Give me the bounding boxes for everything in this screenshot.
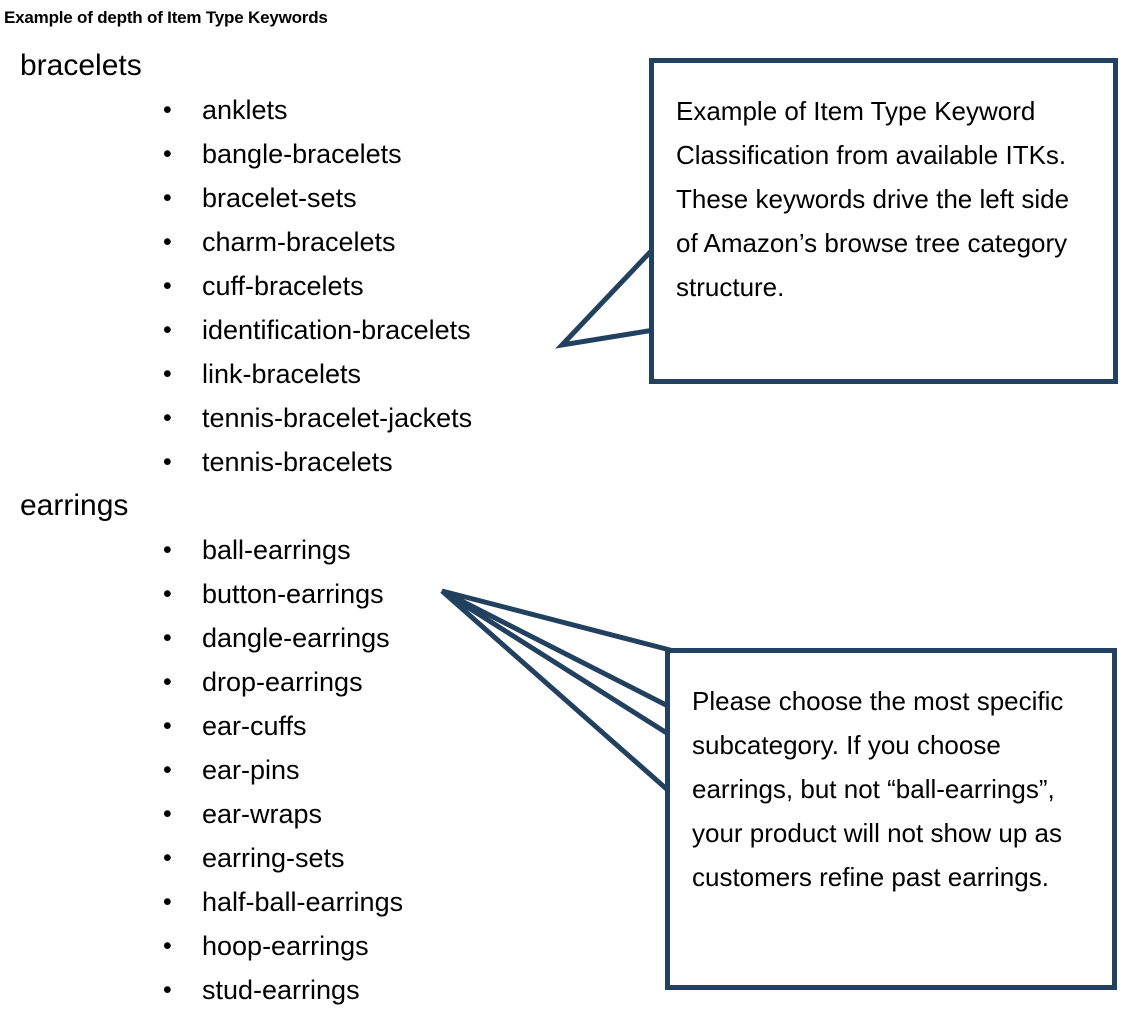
list-item-label: button-earrings	[202, 579, 384, 609]
list-item[interactable]: • ear-pins	[163, 748, 620, 792]
list-item-label: identification-bracelets	[202, 315, 471, 345]
callout-itk-text: Example of Item Type Keyword Classificat…	[676, 96, 1070, 302]
list-item[interactable]: • hoop-earrings	[163, 924, 620, 968]
bullet-icon: •	[163, 228, 172, 256]
list-item[interactable]: • half-ball-earrings	[163, 880, 620, 924]
list-item[interactable]: • dangle-earrings	[163, 616, 620, 660]
list-item[interactable]: • earring-sets	[163, 836, 620, 880]
bullet-icon: •	[163, 316, 172, 344]
list-item-label: stud-earrings	[202, 975, 360, 1005]
list-item[interactable]: • button-earrings	[163, 572, 620, 616]
list-item[interactable]: • ear-wraps	[163, 792, 620, 836]
list-item-label: ball-earrings	[202, 535, 351, 565]
item-type-keyword-tree: bracelets • anklets • bangle-bracelets • br…	[0, 44, 620, 1012]
bullet-icon: •	[163, 272, 172, 300]
tree-group-bracelets: bracelets • anklets • bangle-bracelets • br…	[0, 44, 620, 484]
tree-group-label-earrings: earrings	[20, 489, 129, 522]
tree-items-earrings: • ball-earrings • button-earrings • dangle-…	[0, 528, 620, 1012]
callout-box-specific: Please choose the most specific subcateg…	[665, 648, 1117, 990]
bullet-icon: •	[163, 184, 172, 212]
bullet-icon: •	[163, 756, 172, 784]
bullet-icon: •	[163, 844, 172, 872]
list-item-label: earring-sets	[202, 843, 345, 873]
list-item-label: ear-wraps	[202, 799, 323, 829]
tree-group-earrings: earrings • ball-earrings • button-earrings…	[0, 484, 620, 1012]
bullet-icon: •	[163, 536, 172, 564]
list-item-label: charm-bracelets	[202, 227, 396, 257]
list-item-label: half-ball-earrings	[202, 887, 404, 917]
list-item[interactable]: • drop-earrings	[163, 660, 620, 704]
list-item[interactable]: • bracelet-sets	[163, 176, 620, 220]
bullet-icon: •	[163, 668, 172, 696]
list-item-label: drop-earrings	[202, 667, 363, 697]
list-item-label: ear-cuffs	[202, 711, 307, 741]
list-item-label: bracelet-sets	[202, 183, 357, 213]
bullet-icon: •	[163, 360, 172, 388]
list-item[interactable]: • anklets	[163, 88, 620, 132]
list-item[interactable]: • cuff-bracelets	[163, 264, 620, 308]
list-item[interactable]: • charm-bracelets	[163, 220, 620, 264]
bullet-icon: •	[163, 448, 172, 476]
list-item[interactable]: • tennis-bracelets	[163, 440, 620, 484]
list-item-label: ear-pins	[202, 755, 300, 785]
tree-group-label-bracelets: bracelets	[20, 49, 142, 82]
list-item-label: hoop-earrings	[202, 931, 369, 961]
list-item-label: anklets	[202, 95, 288, 125]
list-item-label: tennis-bracelet-jackets	[202, 403, 473, 433]
list-item[interactable]: • link-bracelets	[163, 352, 620, 396]
bullet-icon: •	[163, 624, 172, 652]
bullet-icon: •	[163, 976, 172, 1004]
bullet-icon: •	[163, 140, 172, 168]
bullet-icon: •	[163, 96, 172, 124]
list-item-label: link-bracelets	[202, 359, 362, 389]
page-title: Example of depth of Item Type Keywords	[4, 8, 328, 27]
list-item[interactable]: • stud-earrings	[163, 968, 620, 1012]
bullet-icon: •	[163, 712, 172, 740]
list-item[interactable]: • tennis-bracelet-jackets	[163, 396, 620, 440]
callout-box-itk: Example of Item Type Keyword Classificat…	[649, 58, 1118, 384]
bullet-icon: •	[163, 932, 172, 960]
tree-items-bracelets: • anklets • bangle-bracelets • bracelet-set…	[0, 88, 620, 484]
callout-specific-text: Please choose the most specific subcateg…	[692, 686, 1064, 892]
list-item[interactable]: • identification-bracelets	[163, 308, 620, 352]
list-item[interactable]: • bangle-bracelets	[163, 132, 620, 176]
list-item[interactable]: • ear-cuffs	[163, 704, 620, 748]
list-item-label: tennis-bracelets	[202, 447, 393, 477]
bullet-icon: •	[163, 580, 172, 608]
list-item-label: cuff-bracelets	[202, 271, 364, 301]
bullet-icon: •	[163, 800, 172, 828]
list-item-label: dangle-earrings	[202, 623, 390, 653]
bullet-icon: •	[163, 404, 172, 432]
list-item[interactable]: • ball-earrings	[163, 528, 620, 572]
bullet-icon: •	[163, 888, 172, 916]
list-item-label: bangle-bracelets	[202, 139, 402, 169]
